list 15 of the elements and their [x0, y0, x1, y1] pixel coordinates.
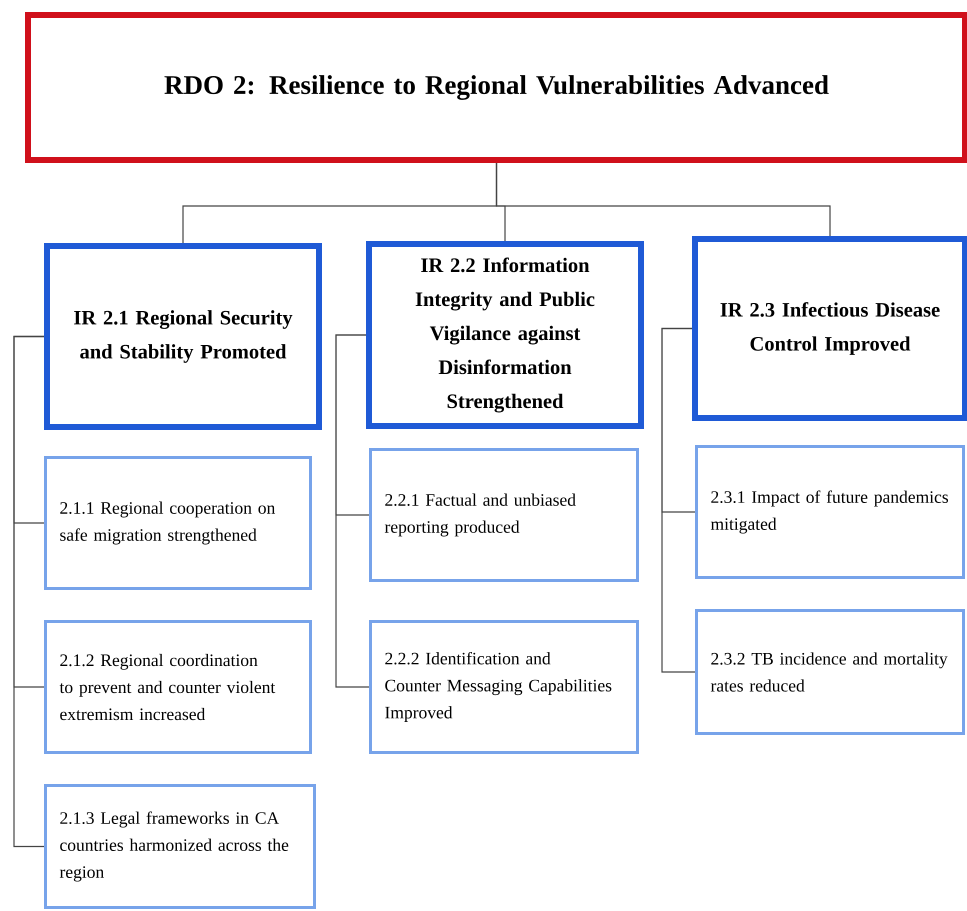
sub-box: 2.1.2 Regional coordination to prevent and counter violent extremism increased: [44, 620, 312, 754]
ir-box: IR 2.1 Regional Security and Stability Promoted: [44, 243, 322, 430]
connector-line: [496, 163, 831, 236]
sub-box: 2.1.1 Regional cooperation on safe migration strengthened: [44, 456, 312, 590]
ir-box: IR 2.3 Infectious Disease Control Improved: [692, 236, 967, 421]
rdo-box: RDO 2: Resilience to Regional Vulnerabilities Advanced: [25, 12, 967, 163]
ir-box: IR 2.2 Information Integrity and Public Vigilance against Disinformation Strengthened: [366, 241, 644, 429]
sub-box: 2.2.1 Factual and unbiased reporting produced: [369, 448, 639, 582]
connector-line: [13, 336, 44, 848]
sub-box: 2.3.2 TB incidence and mortality rates reduced: [695, 609, 965, 735]
sub-box: 2.1.3 Legal frameworks in CA countries harmonized across the region: [44, 784, 316, 909]
connector-line: [661, 328, 695, 673]
sub-box: 2.3.1 Impact of future pandemics mitigated: [695, 445, 965, 579]
sub-box: 2.2.2 Identification and Counter Messaging Capabilities Improved: [369, 620, 639, 754]
connector-line: [335, 334, 369, 688]
